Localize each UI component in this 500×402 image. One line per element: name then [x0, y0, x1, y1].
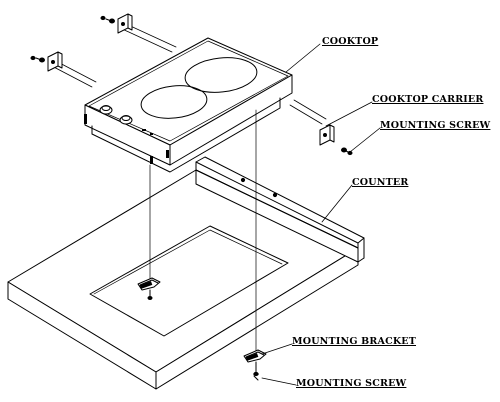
counter-right-edge — [155, 247, 359, 390]
front-burner — [140, 85, 208, 119]
control-knobs — [99, 105, 133, 125]
counter-backsplash-edge — [195, 161, 359, 249]
mounting-bracket-right — [243, 349, 267, 381]
mounting-bracket-left — [137, 277, 161, 300]
mounting-bracket-label: MOUNTING BRACKET — [292, 336, 417, 347]
carrier-bracket-upper-rear — [100, 13, 133, 34]
alignment-lines — [91, 109, 257, 356]
mounting-screw-label-top: MOUNTING SCREW — [380, 120, 491, 131]
counter — [7, 156, 365, 390]
carrier-bracket-right — [319, 124, 353, 156]
cooktop-side-panel — [169, 74, 293, 166]
carrier-bracket-upper-left — [30, 51, 63, 72]
cooktop-carrier-label: COOKTOP CARRIER — [372, 94, 484, 105]
counter-label: COUNTER — [352, 177, 409, 188]
cooktop — [84, 37, 293, 173]
mounting-screw-label-bottom: MOUNTING SCREW — [296, 378, 407, 389]
counter-cutout — [89, 225, 289, 337]
rear-burner — [184, 57, 258, 93]
leader-lines — [261, 43, 381, 386]
cooktop-label: COOKTOP — [322, 36, 379, 47]
